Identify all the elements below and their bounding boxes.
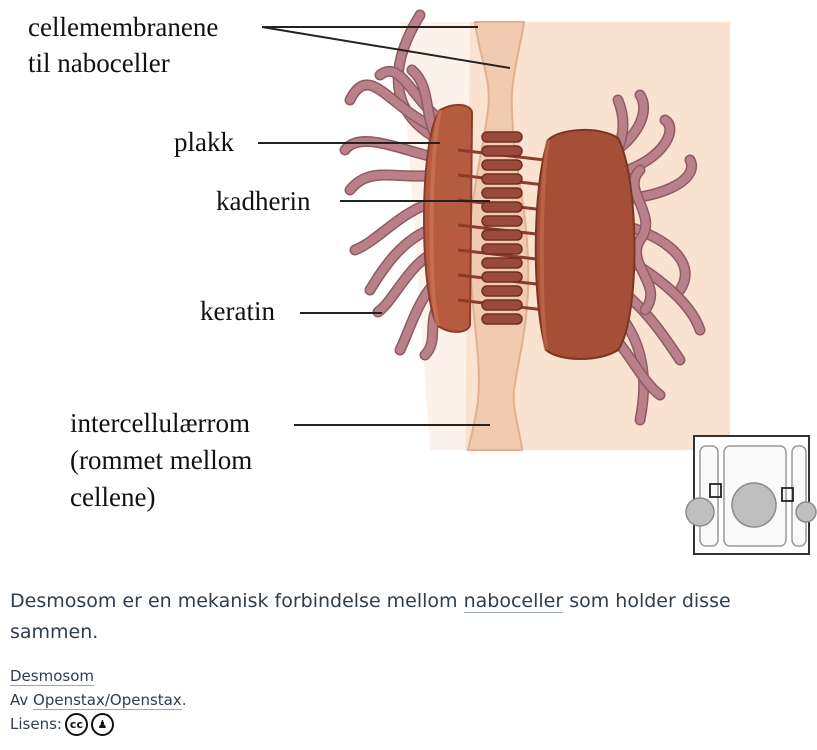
plaque-right xyxy=(534,128,636,360)
cadherin-segment xyxy=(481,243,523,255)
label-intercellular-2: (rommet mellom xyxy=(70,445,253,475)
cadherin-strands xyxy=(457,131,546,325)
cadherin-segment xyxy=(481,271,523,283)
cadherin-segment xyxy=(481,257,523,269)
cadherin-segment xyxy=(481,299,523,311)
inset-cell-diagram xyxy=(685,435,817,555)
image-title-link[interactable]: Desmosom xyxy=(10,667,94,686)
label-membranes-2: til naboceller xyxy=(28,48,170,78)
label-intercellular: intercellulærrom xyxy=(70,408,250,438)
cadherin-segment xyxy=(481,131,523,143)
cadherin-segment xyxy=(481,145,523,157)
author-link[interactable]: Openstax/Openstax xyxy=(33,691,182,710)
cadherin-strand xyxy=(457,248,546,262)
cadherin-segment xyxy=(481,229,523,241)
keratin-filament-left xyxy=(394,11,444,144)
naboceller-link[interactable]: naboceller xyxy=(463,590,564,613)
label-plaque: plakk xyxy=(174,127,234,157)
author-suffix: . xyxy=(181,691,187,709)
label-cadherin: kadherin xyxy=(216,186,311,216)
cadherin-segment xyxy=(481,173,523,185)
cadherin-segment xyxy=(481,159,523,171)
desmosome-illustration xyxy=(258,9,817,555)
leader-lines xyxy=(258,26,511,426)
caption-text-before: Desmosom er en mekanisk forbindelse mell… xyxy=(10,590,464,612)
cadherin-segment xyxy=(481,187,523,199)
cadherin-segment xyxy=(481,285,523,297)
keratin-filament-left xyxy=(346,81,444,134)
cadherin-segment xyxy=(481,313,523,325)
cc-icon[interactable]: cc xyxy=(64,713,88,736)
keratin-filament-right xyxy=(630,166,655,314)
label-membranes: cellemembranene xyxy=(28,12,219,42)
license-label: Lisens: xyxy=(10,715,62,733)
by-icon[interactable]: ♟ xyxy=(90,713,114,736)
label-intercellular-3: cellene) xyxy=(70,482,156,512)
label-keratin: keratin xyxy=(200,296,275,326)
cadherin-segment xyxy=(481,215,523,227)
image-credit: Desmosom Av Openstax/Openstax. Lisens:cc… xyxy=(10,664,187,736)
cadherin-segment xyxy=(481,201,523,213)
author-prefix: Av xyxy=(10,691,34,709)
caption-text-after: som holder disse sammen. xyxy=(10,590,731,643)
figure-caption: Desmosom er en mekanisk forbindelse mell… xyxy=(10,586,800,648)
desmosome-figure: cellemembranene til naboceller plakk kad… xyxy=(28,9,817,555)
